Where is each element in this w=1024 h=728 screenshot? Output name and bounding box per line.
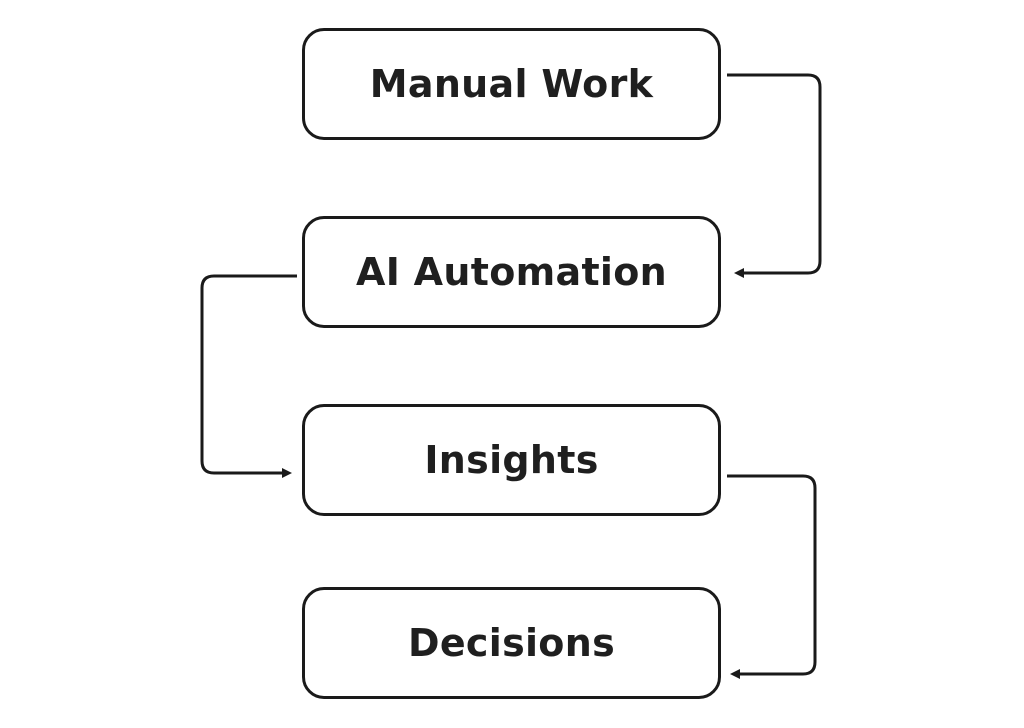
node-label: Decisions [408, 621, 615, 665]
node-insights: Insights [302, 404, 721, 516]
connector-ai-automation-to-insights [200, 274, 297, 478]
node-label: Manual Work [369, 62, 654, 106]
node-label: Insights [424, 438, 599, 482]
node-decisions: Decisions [302, 587, 721, 699]
connector-insights-to-decisions [727, 474, 817, 679]
node-manual-work: Manual Work [302, 28, 721, 140]
node-label: AI Automation [356, 250, 667, 294]
node-ai-automation: AI Automation [302, 216, 721, 328]
connector-manual-work-to-ai-automation [727, 73, 822, 278]
